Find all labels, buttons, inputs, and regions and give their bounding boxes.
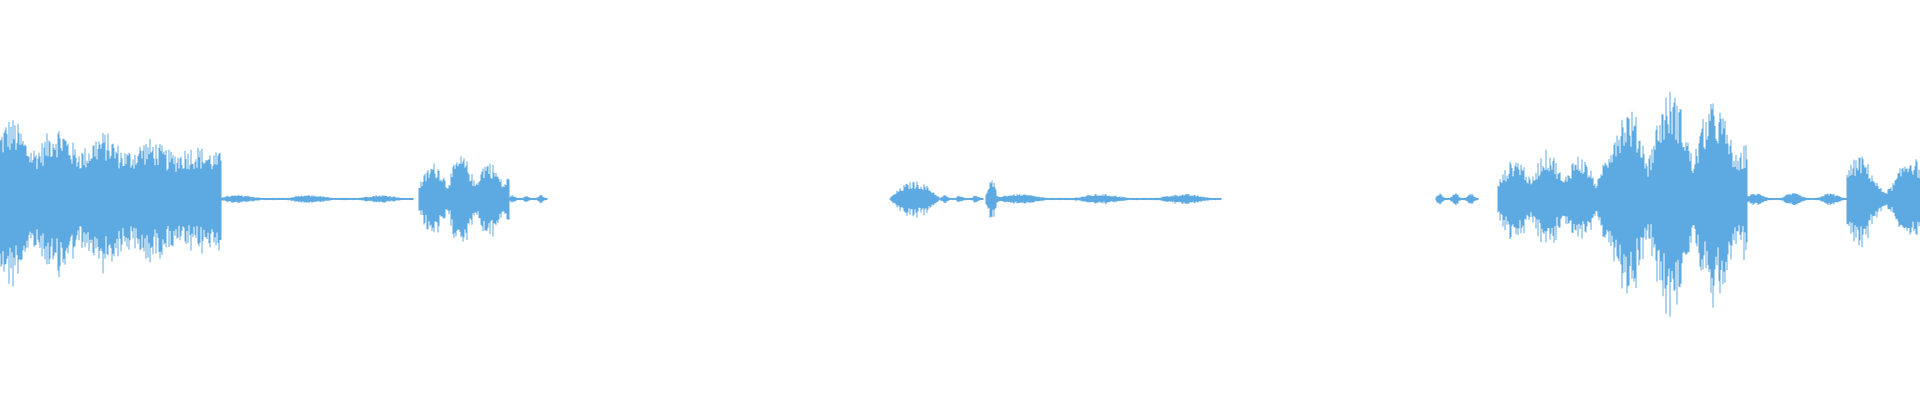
segment-5-path [889,181,941,218]
segment-9 [1435,193,1479,206]
segment-9-path [1435,193,1479,206]
segment-12-path [1746,193,1848,206]
segment-3 [418,156,510,242]
segment-13-path [1846,156,1920,248]
segment-1 [0,120,222,287]
segment-10 [1497,149,1604,243]
segment-4-path [508,195,548,204]
segment-5 [889,181,941,218]
segment-7 [985,180,998,218]
segment-13 [1846,156,1920,248]
segment-4 [508,195,548,204]
segment-6-path [940,195,984,203]
segment-1-path [0,120,222,287]
segment-7-path [985,180,998,218]
segment-11-path [1602,91,1748,317]
segment-8-path [997,194,1222,205]
segment-11 [1602,91,1748,317]
segment-2 [220,195,414,204]
segment-6 [940,195,984,203]
segment-8 [997,194,1222,205]
segment-3-path [418,156,510,242]
segment-2-path [220,195,414,204]
segment-10-path [1497,149,1604,243]
segment-12 [1746,193,1848,206]
